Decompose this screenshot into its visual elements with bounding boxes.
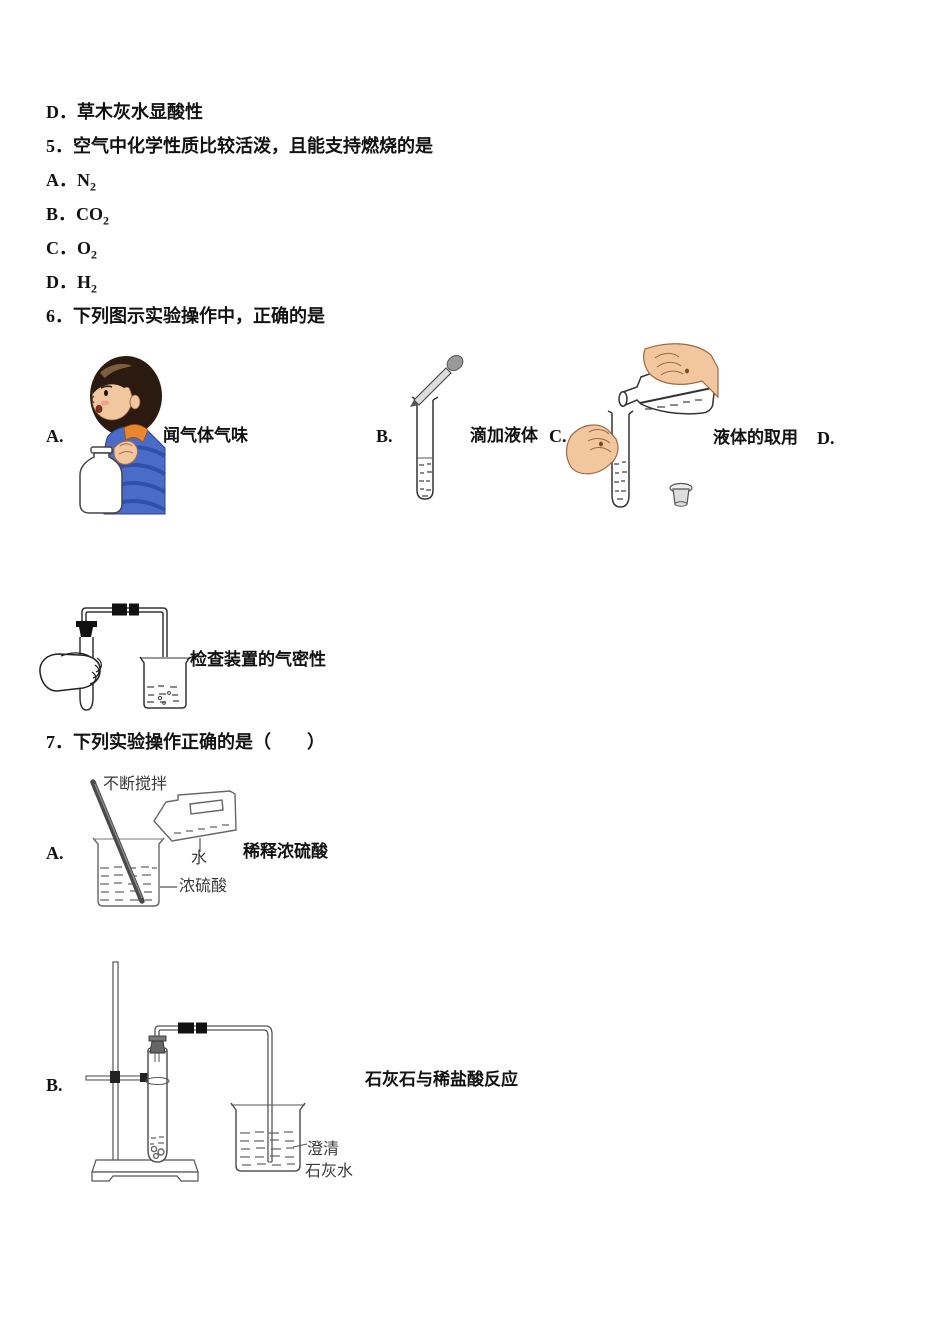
dilution-diagram xyxy=(90,779,237,907)
drop-liquid-diagram xyxy=(410,354,464,500)
airtightness-diagram xyxy=(39,603,199,711)
q6-option-c-letter: C. xyxy=(549,426,567,446)
test-tube xyxy=(416,400,434,500)
rubber-stopper xyxy=(149,1040,166,1054)
q5-option-a-formula: N xyxy=(77,170,90,190)
collar xyxy=(123,424,149,443)
rubber-connector xyxy=(112,603,127,616)
q6-caption-drop: 滴加液体 xyxy=(470,426,538,445)
rubber-connector xyxy=(196,1022,207,1034)
caption-leader-line xyxy=(186,652,199,661)
q6-caption-pour: 液体的取用 xyxy=(713,428,798,447)
waving-hand xyxy=(113,440,139,465)
tube-liquid xyxy=(419,463,432,497)
q5-option-b-letter: B． xyxy=(46,204,77,224)
mouth xyxy=(95,405,103,414)
q7-option-b-letter: B. xyxy=(46,1075,63,1095)
holding-hand xyxy=(565,424,619,475)
q5-option-d-subscript: 2 xyxy=(91,281,98,296)
q5-option-a: A．N2 xyxy=(46,170,96,194)
iron-stand xyxy=(85,961,199,1182)
q7a-annotation-stir: 不断搅拌 xyxy=(103,776,168,793)
q7b-annotation-clear: 澄清 xyxy=(307,1141,340,1158)
q6-stem: 6．下列图示实验操作中，正确的是 xyxy=(46,306,325,326)
q6-caption-airtight: 检查装置的气密性 xyxy=(190,650,326,669)
q5-option-c-formula: O xyxy=(77,238,92,258)
q5-option-d: D．H2 xyxy=(46,272,98,296)
q6-option-d-letter: D. xyxy=(817,428,835,448)
q5-option-b: B．CO2 xyxy=(46,204,110,228)
tube-collar xyxy=(145,1076,170,1086)
q7-option-a-letter: A. xyxy=(46,843,64,863)
gas-delivery-tube xyxy=(154,1022,273,1163)
stirring-rod xyxy=(90,779,145,904)
dropper-bulb xyxy=(446,354,464,372)
water-in-container xyxy=(174,824,229,834)
beaker xyxy=(139,656,191,709)
limestone-reaction-diagram xyxy=(85,961,308,1182)
pour-liquid-diagram xyxy=(565,343,719,508)
glass-stopper xyxy=(669,482,693,507)
q5-option-d-letter: D． xyxy=(46,272,77,292)
holding-hand-outline xyxy=(39,652,103,692)
gas-bottle xyxy=(79,446,123,514)
q7a-annotation-acid: 浓硫酸 xyxy=(179,878,228,895)
delivery-tube xyxy=(81,603,168,700)
dropper xyxy=(410,354,464,407)
q5-option-b-formula: CO xyxy=(76,204,104,224)
rubber-connector xyxy=(129,603,139,616)
q6-caption-smell: 闻气体气味 xyxy=(163,426,248,445)
ear xyxy=(129,394,141,410)
acid-in-tube xyxy=(150,1136,164,1145)
q6-option-a-letter: A. xyxy=(46,426,64,446)
q7a-annotation-water: 水 xyxy=(191,850,208,867)
acid-beaker xyxy=(92,837,165,907)
q5-option-c: C．O2 xyxy=(46,238,98,262)
held-test-tube xyxy=(607,410,634,508)
q7-caption-dilute: 稀释浓硫酸 xyxy=(243,842,328,861)
q6-option-b-letter: B. xyxy=(376,426,393,446)
q7-caption-limestone: 石灰石与稀盐酸反应 xyxy=(365,1070,518,1089)
q5-option-d-formula: H xyxy=(77,272,92,292)
q5-option-b-subscript: 2 xyxy=(103,213,110,228)
q5-option-c-subscript: 2 xyxy=(91,247,98,262)
pouring-hand xyxy=(643,343,719,399)
smell-gas-diagram xyxy=(79,356,166,515)
q5-option-a-subscript: 2 xyxy=(90,179,96,194)
q7-stem: 7．下列实验操作正确的是（ ） xyxy=(46,732,325,752)
limewater-leader-line xyxy=(292,1143,308,1148)
reaction-test-tube xyxy=(145,1035,170,1163)
q5-option-a-letter: A． xyxy=(46,170,77,190)
water-container xyxy=(153,790,237,842)
q5-stem: 5．空气中化学性质比较活泼，且能支持燃烧的是 xyxy=(46,136,433,156)
rubber-connector xyxy=(178,1022,194,1034)
q5-option-c-letter: C． xyxy=(46,238,77,258)
q4-option-d: D．草木灰水显酸性 xyxy=(46,102,203,122)
limewater-liquid xyxy=(240,1131,295,1166)
q7b-annotation-limewater: 石灰水 xyxy=(305,1163,354,1180)
